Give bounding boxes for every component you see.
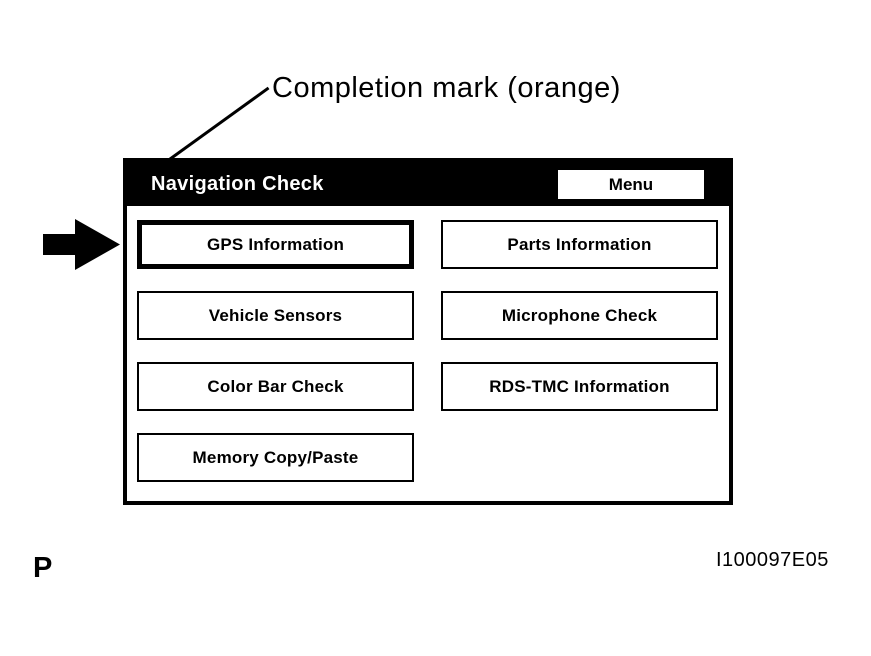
screen-title: Navigation Check — [151, 172, 324, 195]
button-microphone-check[interactable]: Microphone Check — [441, 291, 718, 340]
button-rds-tmc-information[interactable]: RDS-TMC Information — [441, 362, 718, 411]
completion-mark-caption: Completion mark (orange) — [272, 72, 621, 104]
right-arrow-icon — [43, 219, 120, 270]
menu-button[interactable]: Menu — [558, 170, 704, 199]
button-vehicle-sensors[interactable]: Vehicle Sensors — [137, 291, 414, 340]
page-marker: P — [33, 552, 53, 584]
navigation-check-screen: Navigation Check Menu GPS Information Pa… — [123, 158, 733, 505]
figure-id: I100097E05 — [716, 549, 829, 571]
button-gps-information[interactable]: GPS Information — [137, 220, 414, 269]
button-memory-copy-paste[interactable]: Memory Copy/Paste — [137, 433, 414, 482]
caption-leader-line — [167, 86, 270, 162]
screen-header: Navigation Check Menu — [127, 162, 729, 206]
button-color-bar-check[interactable]: Color Bar Check — [137, 362, 414, 411]
button-parts-information[interactable]: Parts Information — [441, 220, 718, 269]
